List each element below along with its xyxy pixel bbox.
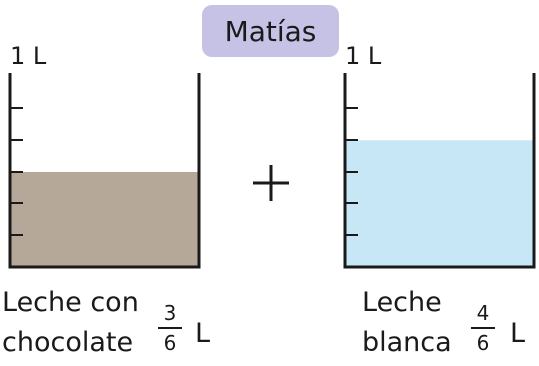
beaker-chocolate (8, 73, 201, 269)
fraction-chocolate: 3 6 (158, 302, 182, 354)
beaker-outline-white (343, 73, 536, 269)
name-badge: Matías (202, 5, 339, 57)
caption-line: Leche (362, 287, 442, 318)
plus-icon (253, 165, 289, 201)
caption-chocolate: Leche con chocolate (2, 283, 139, 363)
beaker-white (343, 73, 536, 269)
fraction-white: 4 6 (471, 302, 495, 354)
liquid-chocolate-milk (10, 172, 199, 267)
fraction-numerator: 3 (163, 301, 177, 325)
liquid-white-milk (345, 140, 534, 267)
caption-line: Leche con (2, 287, 139, 318)
fraction-denominator: 6 (163, 331, 177, 355)
unit-label: L (195, 318, 211, 349)
capacity-label-white: 1 L (345, 42, 382, 70)
beaker-outline-chocolate (8, 73, 201, 269)
name-label: Matías (224, 14, 317, 48)
caption-white: Leche blanca (362, 283, 452, 363)
fraction-denominator: 6 (476, 331, 490, 355)
fraction-bar (158, 327, 182, 329)
caption-line: chocolate (2, 327, 134, 358)
capacity-label-chocolate: 1 L (10, 42, 47, 70)
fraction-numerator: 4 (476, 301, 490, 325)
fraction-bar (471, 327, 495, 329)
unit-label: L (510, 318, 526, 349)
caption-line: blanca (362, 327, 452, 358)
